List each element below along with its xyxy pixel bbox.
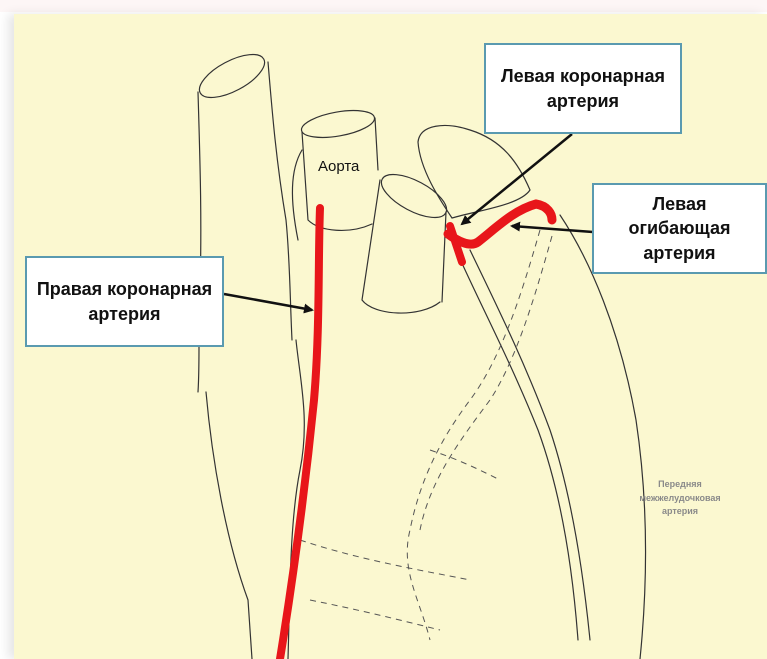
label-anterior-interventricular-artery: Передняя межжелудочковая артерия — [620, 478, 740, 519]
heart-outline — [206, 392, 252, 659]
pulmonary-trunk — [362, 166, 453, 313]
arrow-left-circumflex — [512, 226, 593, 232]
right-coronary-artery — [280, 208, 320, 659]
label-left-coronary-artery: Левая коронарная артерия — [484, 43, 682, 134]
left-atrial-appendage — [418, 126, 530, 218]
label-left-circumflex-artery: Левая огибающая артерия — [592, 183, 767, 274]
label-aorta: Аорта — [318, 158, 359, 175]
label-right-coronary-artery: Правая коронарная артерия — [25, 256, 224, 347]
arrow-right-coronary — [224, 294, 312, 310]
